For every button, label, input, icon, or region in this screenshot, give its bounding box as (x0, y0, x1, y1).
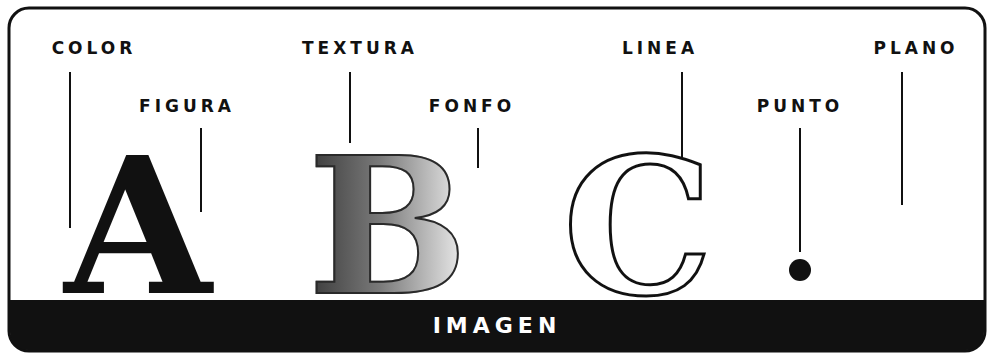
leader-line (477, 128, 479, 168)
leader-line (901, 72, 903, 205)
element-label: COLOR (52, 38, 137, 58)
element-label: PUNTO (757, 96, 844, 116)
element-label: FONFO (429, 96, 515, 116)
element-label: TEXTURA (302, 38, 418, 58)
letter-glyph: A (64, 132, 211, 322)
letter-glyph: C (562, 132, 713, 322)
element-label: LINEA (622, 38, 698, 58)
frame (9, 8, 985, 351)
element-label: FIGURA (139, 96, 235, 116)
point-dot (789, 259, 811, 281)
element-label: PLANO (873, 38, 958, 58)
leader-line (799, 128, 801, 252)
letter-glyph: B (308, 132, 469, 322)
